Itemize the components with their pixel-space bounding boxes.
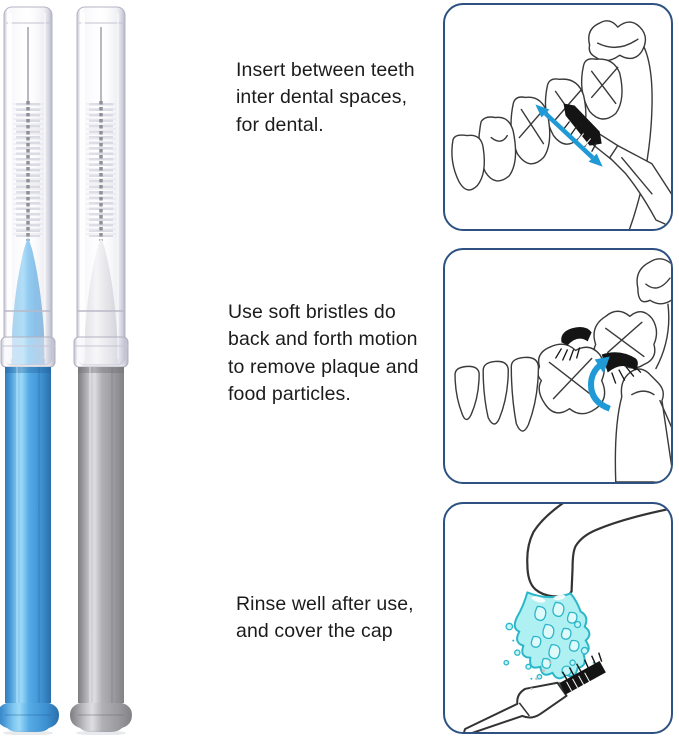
double-arrow [535, 104, 603, 167]
gray-interdental-brush [70, 6, 132, 735]
interdental-brush [463, 652, 606, 732]
cheek-outline [655, 303, 670, 370]
brush-handle [0, 367, 59, 735]
instruction-text-3: Rinse well after use, and cover the cap [236, 591, 451, 646]
rinse-under-faucet-illustration [463, 504, 671, 732]
brush-end-cap [0, 703, 59, 732]
brush-handle-in-hand [614, 368, 671, 482]
text-line: back and forth motion [228, 328, 418, 351]
instruction-panel-3 [443, 502, 673, 734]
back-and-forth-motion-illustration [454, 258, 671, 482]
interdental-brush-head [554, 326, 642, 384]
text-line: Use soft bristles do [228, 301, 396, 323]
brush-cap [0, 6, 56, 368]
instruction-panel-1 [443, 3, 673, 231]
spray-specks [530, 661, 552, 691]
text-line: food particles. [228, 383, 351, 406]
instruction-text-2: Use soft bristles do back and forth moti… [228, 299, 443, 409]
brush-handle-in-hand [590, 130, 671, 228]
faucet [526, 504, 671, 598]
curved-motion-arrow [588, 356, 611, 412]
text-line: inter dental spaces, [236, 86, 408, 109]
brush-end-cap [70, 703, 132, 732]
brush-handle [70, 367, 132, 735]
instruction-panel-2 [443, 248, 673, 484]
text-line: for dental. [236, 113, 324, 136]
interdental-brush-head [562, 103, 602, 152]
brush-cap [73, 6, 129, 368]
text-line: and cover the cap [236, 620, 393, 643]
instruction-text-1: Insert between teeth inter dental spaces… [236, 57, 451, 139]
text-line: Rinse well after use, [236, 593, 414, 615]
teeth-row [454, 258, 671, 432]
blue-interdental-brush [0, 6, 59, 735]
brush-between-teeth-illustration [451, 20, 671, 229]
water-stream [503, 591, 595, 684]
text-line: to remove plaque and [228, 355, 419, 378]
text-line: Insert between teeth [236, 59, 415, 81]
